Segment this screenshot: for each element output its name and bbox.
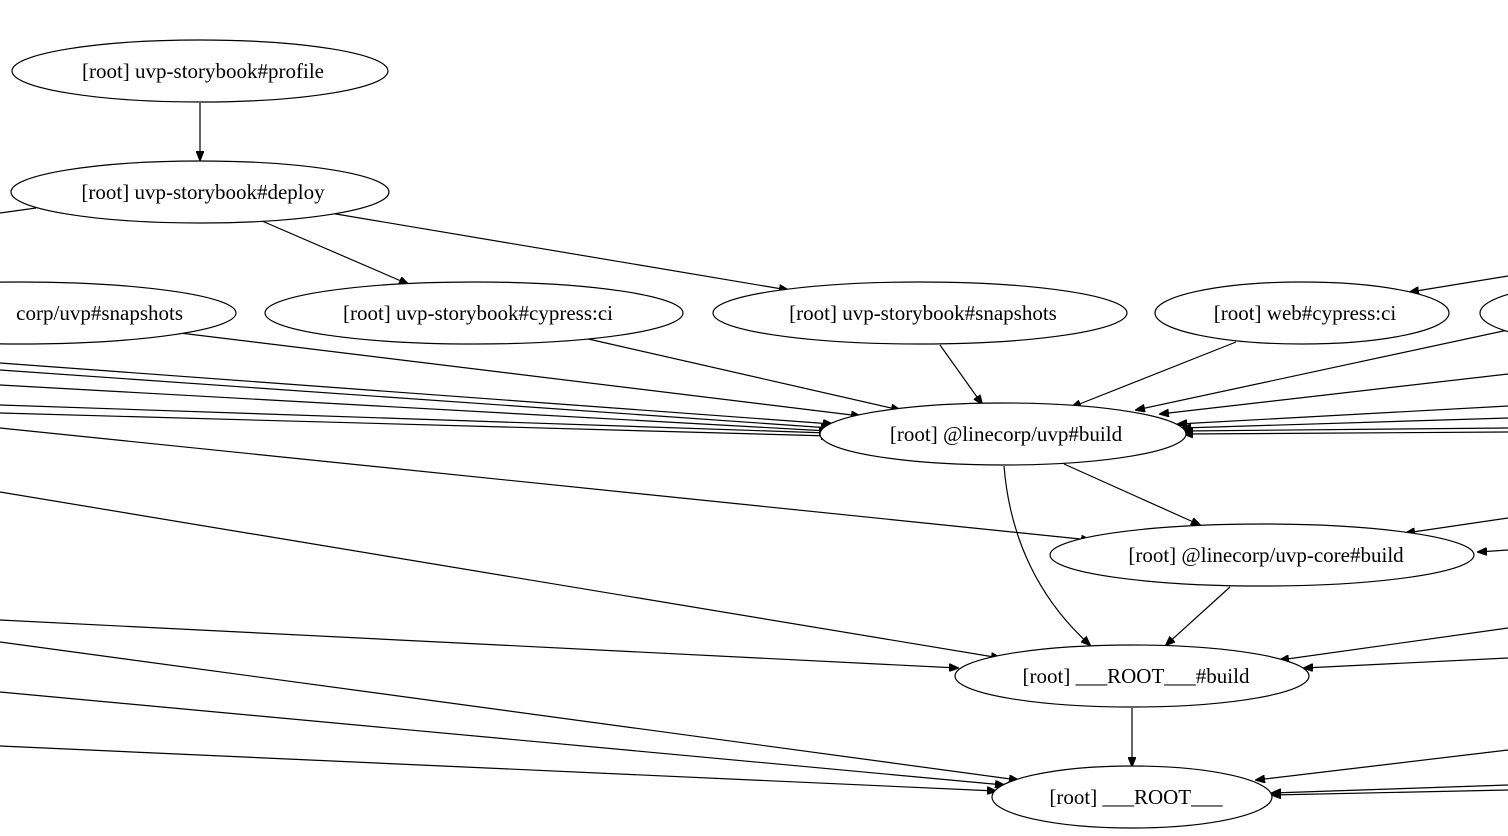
- edge-snapshots-to-uvp-build: [939, 344, 982, 404]
- edge-left-2-to-uvp-build: [0, 369, 830, 428]
- node-label: [root] ___ROOT___: [1049, 785, 1223, 809]
- edge-left-1-to-root-build: [0, 491, 1000, 658]
- node-label: [root] uvp-storybook#profile: [82, 59, 324, 83]
- edge-left-3-to-uvp-build: [0, 384, 828, 431]
- edge-right-3-to-root: [1272, 789, 1508, 795]
- edge-left-1-to-uvp-build: [0, 362, 832, 424]
- edge-web-cypress-to-uvp-build: [1072, 341, 1237, 407]
- edge-left-2-to-root: [0, 691, 1004, 785]
- node-linecorp-uvp-core-build[interactable]: [root] @linecorp/uvp-core#build: [1049, 523, 1475, 587]
- node-uvp-storybook-deploy[interactable]: [root] uvp-storybook#deploy: [10, 160, 390, 224]
- node-label: corp/uvp#snapshots: [16, 301, 183, 325]
- edge-uvp-build-to-root-build: [1003, 465, 1090, 645]
- nodes: [root] uvp-storybook#profile [root] uvp-…: [0, 39, 1508, 829]
- node-label: [root] uvp-storybook#cypress:ci: [343, 301, 613, 325]
- node-label: [root] @linecorp/uvp#build: [890, 422, 1123, 446]
- node-root-build[interactable]: [root] ___ROOT___#build: [954, 644, 1310, 708]
- edge-right-to-core-build-1: [1406, 517, 1508, 533]
- node-label: [root] ___ROOT___#build: [1023, 664, 1250, 688]
- edge-right-1-to-root-build: [1280, 627, 1508, 660]
- node-uvp-storybook-snapshots[interactable]: [root] uvp-storybook#snapshots: [712, 281, 1128, 345]
- node-offscreen-right[interactable]: [1479, 282, 1508, 344]
- node-linecorp-uvp-snapshots[interactable]: corp/uvp#snapshots: [0, 281, 237, 345]
- edge-right-3-to-uvp-build: [1178, 405, 1508, 424]
- edge-left-2-to-root-build: [0, 619, 958, 668]
- node-label: [root] @linecorp/uvp-core#build: [1128, 543, 1404, 567]
- edge-left-1-to-root: [0, 641, 1018, 780]
- node-uvp-storybook-cypress-ci[interactable]: [root] uvp-storybook#cypress:ci: [264, 281, 684, 345]
- edge-right-5-to-uvp-build: [1184, 428, 1508, 431]
- edge-deploy-to-cypress-ci: [261, 220, 408, 284]
- node-root[interactable]: [root] ___ROOT___: [991, 765, 1273, 829]
- edge-offscreen-to-web-cypress: [1410, 275, 1508, 292]
- edge-deploy-to-snapshots: [329, 212, 788, 290]
- edge-left-4-to-uvp-build: [0, 404, 828, 433]
- edge-right-1-to-uvp-build: [1136, 329, 1508, 410]
- node-linecorp-uvp-build[interactable]: [root] @linecorp/uvp#build: [819, 402, 1187, 466]
- edge-cypress-ci-to-uvp-build: [583, 337, 900, 410]
- edge-right-2-to-root-build: [1304, 657, 1508, 668]
- edges: [0, 103, 1508, 795]
- edge-left-to-core-build: [0, 427, 1090, 540]
- edge-right-4-to-uvp-build: [1182, 417, 1508, 428]
- node-label: [root] web#cypress:ci: [1214, 301, 1397, 325]
- node-uvp-storybook-profile[interactable]: [root] uvp-storybook#profile: [11, 39, 389, 103]
- node-label: [root] uvp-storybook#snapshots: [789, 301, 1057, 325]
- edge-right-2-to-uvp-build: [1160, 373, 1508, 414]
- node-web-cypress-ci[interactable]: [root] web#cypress:ci: [1154, 281, 1450, 345]
- edge-left-3-to-root: [0, 745, 996, 791]
- edge-core-build-to-root-build: [1166, 586, 1231, 645]
- edge-left-5-to-uvp-build: [0, 412, 830, 436]
- edge-right-6-to-uvp-build: [1184, 432, 1508, 434]
- edge-right-1-to-root: [1256, 749, 1508, 780]
- edge-snapshots-left-to-uvp-build: [179, 332, 860, 416]
- edge-deploy-to-offscreen-left: [0, 207, 37, 214]
- edge-uvp-build-to-core-build: [1063, 463, 1200, 525]
- node-label: [root] uvp-storybook#deploy: [81, 180, 325, 204]
- edge-right-2-to-root: [1272, 784, 1508, 793]
- edge-right-to-core-build-2: [1478, 550, 1508, 552]
